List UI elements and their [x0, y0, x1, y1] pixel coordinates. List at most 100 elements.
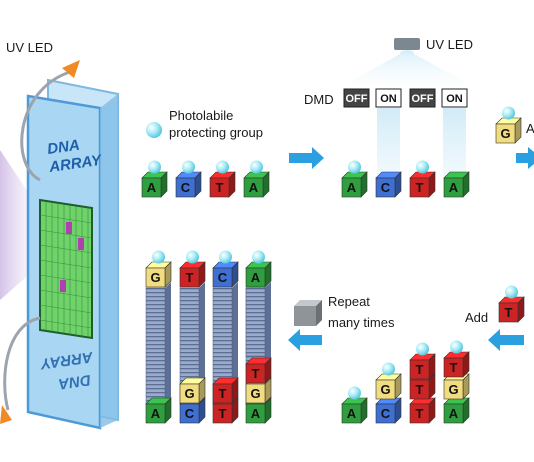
base-letter: T: [505, 305, 513, 320]
blue-arrow-icon: [516, 147, 534, 169]
nucleotide-t-cube: T: [409, 353, 436, 380]
array-spot: [66, 222, 72, 234]
microarray-grid: [39, 198, 93, 340]
inlet-tube: [20, 70, 71, 182]
base-letter: G: [184, 386, 194, 401]
add-g-label-partial: A: [526, 121, 534, 136]
nucleotide-a-cube: A: [243, 171, 270, 198]
base-letter: G: [150, 270, 160, 285]
uv-beams: [377, 108, 466, 178]
dmd-state-label: OFF: [346, 93, 368, 105]
outlet-tube: [3, 316, 41, 411]
base-letter: A: [347, 406, 357, 421]
base-letter: A: [347, 180, 357, 195]
nucleotide-g-cube: G: [495, 117, 522, 144]
base-letter: T: [416, 362, 424, 377]
base-letter: A: [151, 406, 161, 421]
base-letter: C: [381, 180, 391, 195]
protecting-group-cap: [186, 250, 199, 264]
nucleotide-t-cube: T: [209, 171, 236, 198]
base-letter: A: [147, 180, 157, 195]
base-letter: T: [216, 180, 224, 195]
nucleotide-t-cube: T: [443, 351, 470, 378]
protecting-group-cap: [216, 160, 229, 174]
uv-led-label-top: UV LED: [426, 37, 473, 52]
base-letter: T: [219, 406, 227, 421]
base-letter: C: [218, 270, 228, 285]
protecting-group-cap: [182, 160, 195, 174]
dmd-label: DMD: [304, 92, 334, 107]
dmd-state-label: ON: [380, 93, 397, 105]
protecting-group-cap: [382, 362, 395, 376]
array-spot: [60, 280, 66, 292]
led-lamp-icon: [394, 38, 420, 50]
uv-beam: [443, 108, 466, 178]
base-letter: G: [448, 382, 458, 397]
base-letter: T: [416, 406, 424, 421]
nucleotide-t-cube: T: [409, 171, 436, 198]
chip-edge: [100, 94, 118, 428]
dmd-mirror-off: OFF: [343, 88, 370, 108]
protecting-group-cap: [416, 160, 429, 174]
base-letter: G: [250, 386, 260, 401]
nucleotide-g-cube: G: [443, 373, 470, 400]
base-letter: A: [249, 180, 259, 195]
dmd-mirror-on: ON: [375, 88, 402, 108]
protecting-group-cap: [152, 250, 165, 264]
protecting-group-cap: [252, 250, 265, 264]
nucleotide-a-cube: A: [145, 397, 172, 424]
base-letter: G: [380, 382, 390, 397]
base-letter: A: [449, 180, 459, 195]
base-letter: A: [251, 270, 261, 285]
nucleotide-t-cube: T: [245, 357, 272, 384]
base-letter: T: [450, 360, 458, 375]
protecting-group-cap: [416, 342, 429, 356]
base-letter: C: [185, 406, 195, 421]
add-t-label: Add: [465, 310, 488, 325]
protecting-group-cap: [250, 160, 263, 174]
base-letter: T: [252, 366, 260, 381]
nucleotide-g-cube: G: [375, 373, 402, 400]
photolabile-label-line2: protecting group: [169, 125, 263, 140]
dna-array-chip: DNA ARRAY ARRAY DNA: [0, 60, 119, 430]
base-letter: T: [186, 270, 194, 285]
repeat-label-line1: Repeat: [328, 294, 370, 309]
nucleotide-c-cube: C: [212, 261, 239, 288]
dmd-mirror-off: OFF: [409, 88, 436, 108]
array-spot: [78, 238, 84, 250]
base-letter: T: [219, 386, 227, 401]
protecting-group-cap: [348, 160, 361, 174]
nucleotide-t-cube: T: [409, 397, 436, 424]
photolabile-label-line1: Photolabile: [169, 108, 233, 123]
strand-stack: [179, 282, 205, 405]
protecting-group-cap: [505, 285, 518, 299]
protecting-group-cap: [502, 106, 515, 120]
chip-back-label-1: DNA: [57, 371, 92, 392]
nucleotide-c-cube: C: [179, 397, 206, 424]
nucleotide-c-cube: C: [175, 171, 202, 198]
nucleotide-a-cube: A: [443, 397, 470, 424]
protecting-group-cap: [348, 386, 361, 400]
photolabile-cap-icon: [146, 122, 162, 138]
base-letter: A: [449, 406, 459, 421]
orange-arrow-icon: [0, 405, 12, 424]
gray-cube-icon: [294, 300, 322, 326]
nucleotide-a-cube: A: [245, 261, 272, 288]
protecting-group-cap: [450, 340, 463, 354]
strand-stack: [245, 282, 271, 357]
strand-stack: [145, 282, 171, 405]
uv-led-lamp: [394, 38, 420, 56]
nucleotide-a-cube: A: [141, 171, 168, 198]
base-letter: G: [500, 126, 510, 141]
uv-led-label-left: UV LED: [6, 40, 53, 55]
nucleotide-t-cube: T: [498, 296, 525, 323]
nucleotide-g-cube: G: [145, 261, 172, 288]
nucleotide-t-cube: T: [212, 377, 239, 404]
blue-arrow-icon: [289, 147, 324, 169]
base-letter: C: [181, 180, 191, 195]
protecting-group-cap: [148, 160, 161, 174]
dmd-mirror-on: ON: [441, 88, 468, 108]
